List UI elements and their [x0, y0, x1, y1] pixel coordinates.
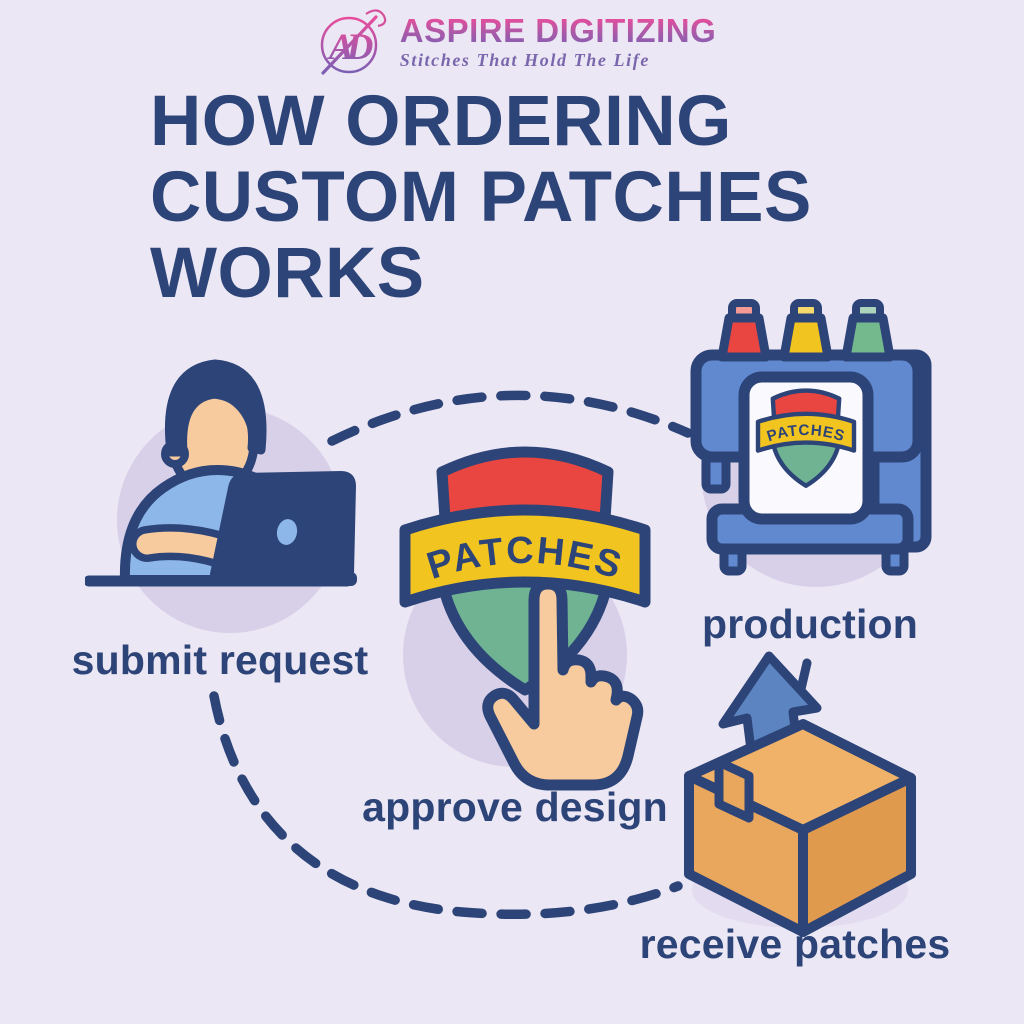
connector-submit-to-production: [327, 390, 693, 446]
box-tape-flap: [714, 757, 754, 823]
page-title: HOW ORDERING CUSTOM PATCHES WORKS: [150, 84, 890, 312]
patch-shield: PATCHES: [399, 446, 651, 696]
thread-spool-red: [717, 299, 771, 362]
step-label-receive-patches: receive patches: [639, 921, 951, 967]
title-line-2: CUSTOM PATCHES: [150, 157, 812, 237]
brand-logo: AD ASPIRE DIGITIZING Stitches That Hold …: [0, 8, 1024, 76]
pointing-hand: [482, 578, 644, 791]
brand-monogram-icon: AD: [320, 9, 386, 75]
brand-text: ASPIRE DIGITIZING Stitches That Hold The…: [400, 14, 717, 70]
brand-name: ASPIRE DIGITIZING: [399, 12, 717, 50]
thread-spool-yellow: [779, 299, 833, 362]
title-line-3: WORKS: [150, 233, 425, 313]
connector-submit-to-receive: [209, 691, 683, 920]
laptop-logo-dot: [276, 519, 298, 545]
needle-icon: [321, 15, 378, 75]
title-line-1: HOW ORDERING: [150, 82, 732, 161]
step-label-submit-request: submit request: [71, 637, 369, 683]
step-label-production: production: [701, 601, 919, 647]
person-typing-laptop-icon: [85, 359, 357, 633]
patch-banner: [399, 504, 651, 608]
step-label-approve-design: approve design: [362, 784, 668, 830]
thread-spool-green: [841, 299, 895, 362]
embroidery-machine-icon: [690, 299, 932, 587]
box-right-face: [798, 773, 916, 937]
patch-shield-bottom: [434, 560, 616, 696]
hand-pointing-patch-icon: PATCHES: [399, 446, 651, 791]
thread-icon: [365, 9, 386, 28]
person-hair: [164, 359, 267, 457]
brand-tagline: Stitches That Hold The Life: [399, 49, 650, 70]
open-box-arrow-icon: [684, 651, 916, 937]
connector-production-to-receive-dash: [796, 658, 812, 694]
monogram-circle: [320, 16, 377, 74]
